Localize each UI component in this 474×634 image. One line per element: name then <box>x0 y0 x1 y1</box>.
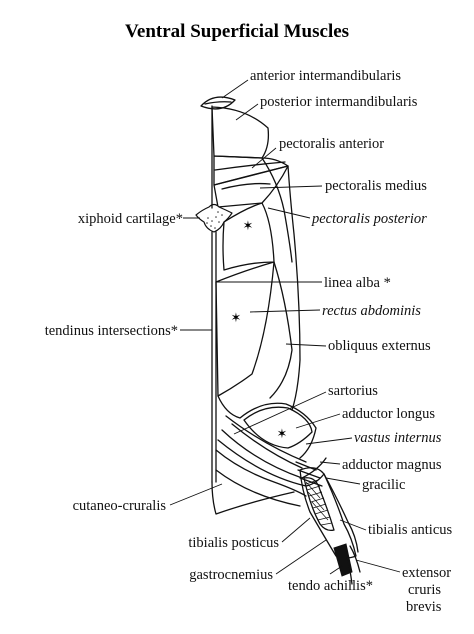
leader-pectoralis-posterior <box>267 207 311 219</box>
label-gastrocnemius: gastrocnemius <box>189 567 273 583</box>
adductor-longus-star: ✶ <box>277 427 288 442</box>
label-xiphoid-cartilage: xiphoid cartilage* <box>78 211 183 227</box>
label-brevis: brevis <box>406 599 442 615</box>
leader-vastus-internus <box>305 437 353 445</box>
rectus-abdominis-shape <box>215 261 275 397</box>
label-adductor-magnus: adductor magnus <box>342 457 442 473</box>
leader-adductor-magnus <box>319 461 341 465</box>
leader-rectus-abdominis <box>249 309 321 313</box>
label-posterior-intermandibularis: posterior intermandibularis <box>260 94 418 110</box>
gastrocnemius-hatch <box>305 479 333 526</box>
leader-obliquus-externus <box>285 343 327 347</box>
pectoralis-medius-line <box>221 182 271 190</box>
xiphoid-cartilage-shape <box>195 203 233 233</box>
leader-cutaneo-cruralis <box>169 483 223 506</box>
anterior-intermandibularis-line <box>204 101 232 105</box>
leader-tibialis-anticus <box>339 519 367 531</box>
leader-pectoralis-anterior <box>251 147 277 169</box>
label-pectoralis-anterior: pectoralis anterior <box>279 136 384 152</box>
pectoralis-anterior-shape <box>213 155 289 186</box>
label-gracilic: gracilic <box>362 477 405 493</box>
rectus-abdominis-star: ✶ <box>231 311 242 326</box>
cutaneo-cruralis-shape <box>215 449 307 507</box>
label-rectus-abdominis: rectus abdominis <box>322 303 421 319</box>
label-tendinus-intersections: tendinus intersections* <box>45 323 178 339</box>
leader-sartorius <box>233 391 327 435</box>
pectoral-edge <box>261 157 293 263</box>
leader-posterior-intermandibularis <box>235 103 259 121</box>
diagram-title: Ventral Superficial Muscles <box>125 21 349 42</box>
pectoralis-anterior-line <box>214 161 286 171</box>
label-adductor-longus: adductor longus <box>342 406 435 422</box>
label-cutaneo-cruralis: cutaneo-cruralis <box>73 498 167 514</box>
label-tibialis-posticus: tibialis posticus <box>188 535 279 551</box>
label-anterior-intermandibularis: anterior intermandibularis <box>250 68 401 84</box>
thigh-lower-edge <box>211 481 295 515</box>
leader-anterior-intermandibularis <box>221 79 249 99</box>
label-tendo-achillis: tendo achillis* <box>288 578 373 594</box>
leader-adductor-longus <box>295 413 341 429</box>
posterior-intermandibularis-shape <box>211 106 270 159</box>
extensor-cruris-brevis-shape <box>345 545 361 585</box>
label-pectoralis-medius: pectoralis medius <box>325 178 427 194</box>
leader-pectoralis-medius <box>259 185 323 189</box>
label-pectoralis-posterior: pectoralis posterior <box>311 211 427 227</box>
pectoralis-posterior-star: ✶ <box>243 219 254 234</box>
body-outline-right <box>287 165 301 411</box>
label-vastus-internus: vastus internus <box>354 430 442 446</box>
label-obliquus-externus: obliquus externus <box>328 338 431 354</box>
leader-gastrocnemius <box>275 539 327 575</box>
xiphoid-stipple <box>206 211 223 229</box>
sartorius-band <box>225 415 307 469</box>
leader-lines <box>169 79 401 575</box>
adductor-magnus-shape <box>221 429 327 479</box>
gastrocnemius-outline <box>303 477 335 532</box>
adductor-longus-shape <box>243 406 313 449</box>
tibialis-anticus-shape <box>323 473 359 553</box>
frog-body-drawing: ✶ ✶ ✶ <box>195 96 361 585</box>
label-linea-alba: linea alba * <box>324 275 391 291</box>
thigh-outline <box>217 395 317 459</box>
label-extensor: extensor <box>402 565 451 581</box>
label-sartorius: sartorius <box>328 383 378 399</box>
leader-gracilic <box>325 477 361 485</box>
obliquus-externus-boundary <box>269 261 293 399</box>
leader-extensor-cruris-brevis <box>355 559 401 573</box>
labels: anterior intermandibularis posterior int… <box>45 68 453 615</box>
label-tibialis-anticus: tibialis anticus <box>368 522 453 538</box>
leader-tendo-achillis <box>329 565 343 575</box>
label-cruris: cruris <box>408 582 441 598</box>
tendo-achillis-shape <box>333 543 353 577</box>
leader-tibialis-posticus <box>281 517 311 543</box>
